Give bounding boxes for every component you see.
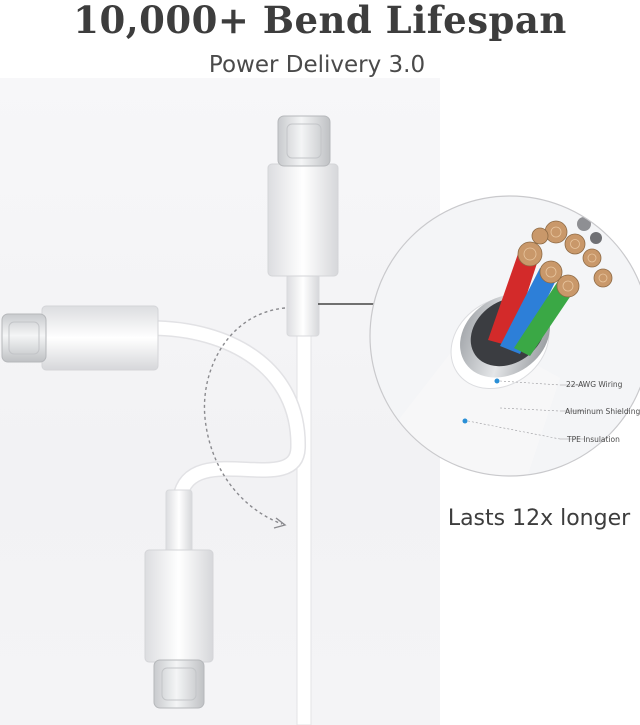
bent-cable (1, 305, 307, 709)
tagline: Lasts 12x longer (447, 506, 631, 531)
product-illustration: 22-AWG Wiring Aluminum Shielding TPE Ins… (1, 115, 640, 725)
callout-wiring: 22-AWG Wiring (566, 380, 623, 389)
vertical-cable (267, 115, 339, 725)
bend-arc-indicator (203, 307, 287, 529)
cable-cross-section-magnifier: 22-AWG Wiring Aluminum Shielding TPE Ins… (369, 195, 640, 477)
headline: 10,000+ Bend Lifespan (73, 0, 567, 42)
callout-shielding: Aluminum Shielding (565, 407, 640, 416)
callout-insulation: TPE Insulation (566, 435, 620, 444)
subheadline: Power Delivery 3.0 (208, 52, 426, 78)
